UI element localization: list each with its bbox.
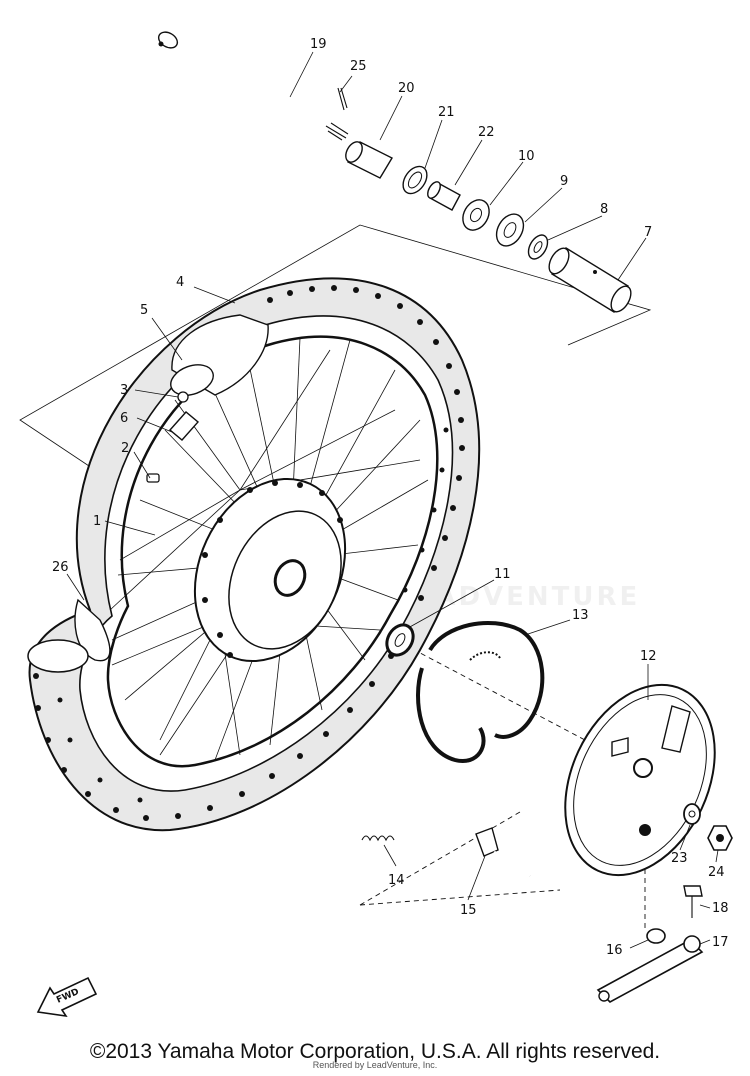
oil-seal [402, 165, 428, 195]
hub-oil-seal [385, 623, 415, 657]
brake-camshaft [475, 827, 531, 878]
callout-13: 13 [572, 608, 589, 623]
brake-shoes [416, 621, 545, 764]
bearing-left [462, 199, 490, 231]
callout-18: 18 [712, 901, 729, 916]
callout-labels: 19 25 20 21 22 10 9 8 7 4 5 3 6 2 1 26 1… [52, 37, 729, 958]
copyright-notice: ©2013 Yamaha Motor Corporation, U.S.A. A… [89, 1040, 661, 1063]
assembly-guide-lines [19, 224, 652, 930]
callout-5: 5 [140, 303, 148, 318]
bearing-spacer [427, 181, 461, 211]
collar [345, 141, 393, 179]
callout-23: 23 [671, 851, 688, 866]
spoke-nipple [146, 473, 160, 483]
callout-9: 9 [560, 174, 568, 189]
callout-10: 10 [518, 149, 535, 164]
callout-20: 20 [398, 81, 415, 96]
callout-1: 1 [93, 514, 101, 529]
leader-lines [66, 51, 719, 949]
lever-bolt [683, 885, 703, 918]
callout-16: 16 [606, 943, 623, 958]
valve-nut [177, 391, 189, 403]
callout-22: 22 [478, 125, 495, 140]
callout-2: 2 [121, 441, 129, 456]
rendered-by-notice: Rendered by LeadVenture, Inc. [312, 1060, 438, 1070]
callout-21: 21 [438, 105, 455, 120]
callout-14: 14 [388, 873, 405, 888]
oil-seal-right [527, 234, 549, 260]
callout-17: 17 [712, 935, 729, 950]
valve-cap [168, 411, 200, 441]
wheel-rim [106, 335, 439, 768]
callout-26: 26 [52, 560, 69, 575]
forward-arrow-icon: FWD [36, 976, 98, 1018]
callout-24: 24 [708, 865, 725, 880]
brake-cam-lever [596, 935, 704, 1003]
plate-washer [683, 803, 701, 825]
callout-6: 6 [120, 411, 128, 426]
shoe-spring [361, 835, 395, 842]
callout-7: 7 [644, 225, 652, 240]
callout-25: 25 [350, 59, 367, 74]
callout-11: 11 [494, 567, 511, 582]
axle-collar [548, 247, 632, 313]
lever-washer [646, 928, 666, 944]
cotter-pin [337, 87, 348, 111]
rim-band [27, 598, 111, 673]
callout-8: 8 [600, 202, 608, 217]
callout-12: 12 [640, 649, 657, 664]
inner-tube [170, 314, 269, 396]
bearing-right [495, 213, 525, 247]
front-axle [157, 31, 349, 141]
brake-plate [564, 683, 716, 877]
callout-15: 15 [460, 903, 477, 918]
callout-19: 19 [310, 37, 327, 52]
callout-4: 4 [176, 275, 184, 290]
callout-3: 3 [120, 383, 128, 398]
castle-nut [707, 825, 733, 851]
